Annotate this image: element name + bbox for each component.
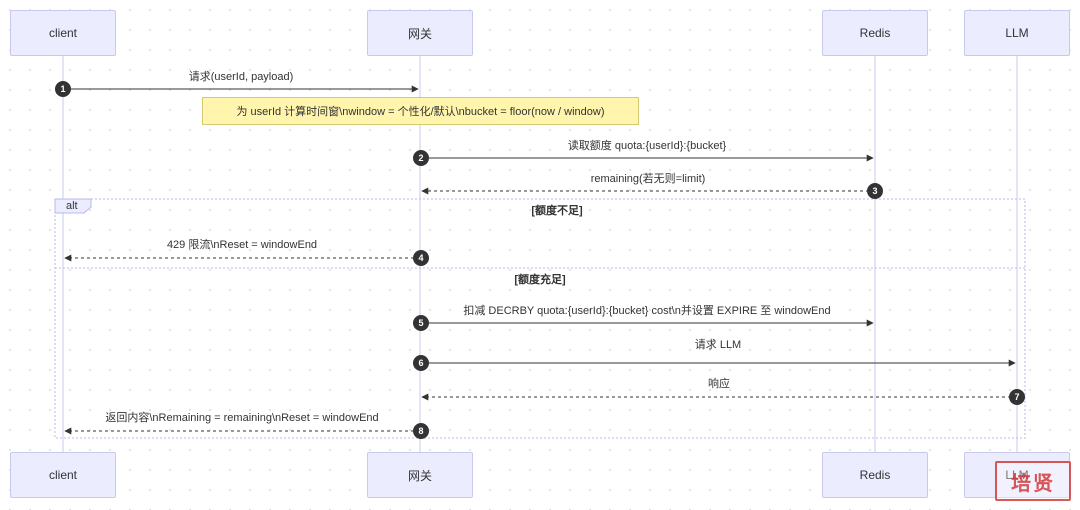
actor-label: LLM xyxy=(1005,468,1029,482)
alt-frame xyxy=(54,198,1026,439)
message-label-8: 返回内容\nRemaining = remaining\nReset = win… xyxy=(105,412,379,424)
sequence-number-2: 2 xyxy=(413,150,429,166)
watermark-text: 培贤 xyxy=(1011,472,1055,495)
sequence-number-5: 5 xyxy=(413,315,429,331)
watermark-stamp: 培贤 xyxy=(995,461,1071,501)
message-label-7: 响应 xyxy=(708,378,730,390)
sequence-number-3: 3 xyxy=(867,183,883,199)
actor-label: LLM xyxy=(1005,26,1029,40)
message-label-5: 扣减 DECRBY quota:{userId}:{bucket} cost\n… xyxy=(463,305,831,317)
sequence-number-4: 4 xyxy=(413,250,429,266)
sequence-number-7: 7 xyxy=(1009,389,1025,405)
actor-label: client xyxy=(48,26,77,40)
actor-label: Redis xyxy=(859,26,891,40)
message-label-6: 请求 LLM xyxy=(694,339,742,351)
message-label-3: remaining(若无则=limit) xyxy=(590,173,706,185)
actor-client-top: client xyxy=(10,10,116,56)
actor-label: Redis xyxy=(859,468,891,482)
actor-client-bottom: client xyxy=(10,452,116,498)
sequence-number-1: 1 xyxy=(55,81,71,97)
actor-label: client xyxy=(48,468,77,482)
actor-gateway-top: 网关 xyxy=(367,10,473,56)
alt-label-box xyxy=(54,198,92,214)
alt-label: alt xyxy=(66,200,78,212)
message-label-1: 请求(userId, payload) xyxy=(188,71,294,83)
sequence-number-8: 8 xyxy=(413,423,429,439)
sequence-number-6: 6 xyxy=(413,355,429,371)
message-label-2: 读取额度 quota:{userId}:{bucket} xyxy=(567,140,727,152)
message-label-4: 429 限流\nReset = windowEnd xyxy=(166,239,318,251)
actor-redis-top: Redis xyxy=(822,10,928,56)
actor-llm-top: LLM xyxy=(964,10,1070,56)
actor-label: 网关 xyxy=(407,26,432,41)
actor-label: 网关 xyxy=(407,468,432,483)
note-time-window: 为 userId 计算时间窗\nwindow = 个性化/默认\nbucket … xyxy=(202,97,639,125)
actor-llm-bottom: LLM xyxy=(964,452,1070,498)
alt-condition-insufficient: [额度不足] xyxy=(531,205,583,217)
actor-gateway-bottom: 网关 xyxy=(367,452,473,498)
actor-redis-bottom: Redis xyxy=(822,452,928,498)
alt-condition-sufficient: [额度充足] xyxy=(514,274,566,286)
note-text: 为 userId 计算时间窗\nwindow = 个性化/默认\nbucket … xyxy=(236,106,605,118)
